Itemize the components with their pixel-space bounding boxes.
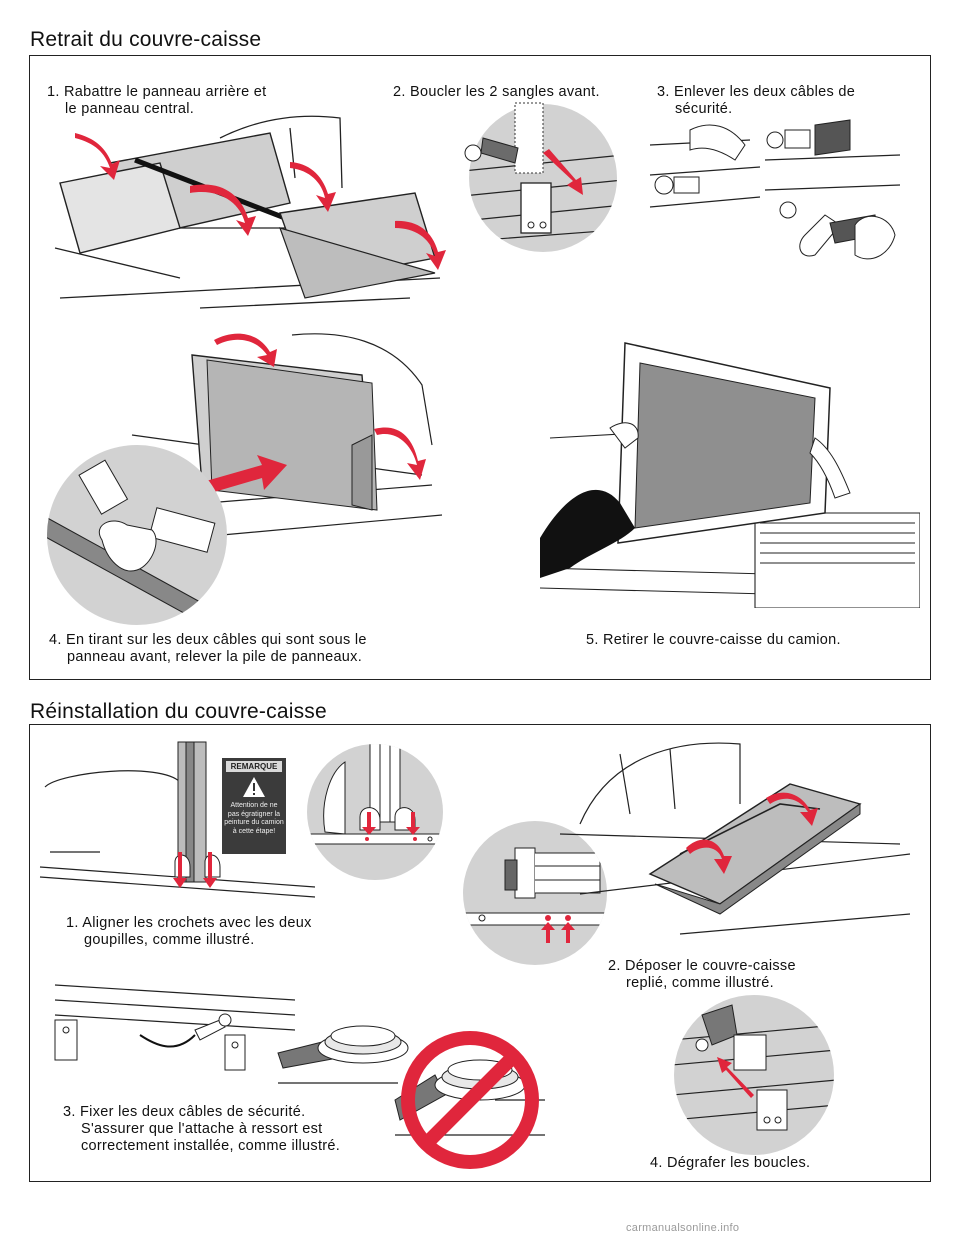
note-box: REMARQUE Attention de ne pas égratigner … — [222, 758, 286, 854]
warning-icon — [243, 777, 265, 797]
red-arrow-icon — [192, 333, 426, 497]
red-arrow-icon — [686, 792, 818, 874]
removal-step2-caption: 2. Boucler les 2 sangles avant. — [393, 84, 600, 100]
removal-step3-caption: 3. Enlever les deux câbles de sécurité. — [657, 84, 856, 117]
hooks-detail-illustration — [307, 744, 443, 880]
red-arrow-icon — [717, 1057, 754, 1098]
note-label: REMARQUE — [226, 761, 282, 772]
spring-clip-correct-illustration — [277, 1025, 409, 1084]
align-hooks-illustration — [39, 741, 316, 898]
removal-panel — [29, 55, 931, 680]
unclip-buckles-illustration — [674, 995, 834, 1155]
pin-detail-illustration — [463, 821, 607, 965]
removal-step5-caption: 5. Retirer le couvre-caisse du camion. — [586, 632, 841, 648]
prohibition-icon — [401, 1031, 539, 1169]
install-step4-caption: 4. Dégrafer les boucles. — [650, 1155, 811, 1171]
red-arrow-icon — [75, 133, 446, 270]
removal-step1-caption: 1. Rabattre le panneau arrière et le pan… — [47, 84, 267, 117]
safety-cable-illustration — [54, 984, 296, 1071]
remove-cables-illustration — [649, 119, 901, 260]
red-arrow-icon — [543, 149, 583, 195]
spring-clip-incorrect-illustration — [394, 1031, 545, 1169]
buckle-straps-illustration — [464, 102, 617, 252]
red-arrow-icon — [362, 812, 420, 835]
red-arrow-icon — [173, 852, 217, 888]
removal-section-title: Retrait du couvre-caisse — [30, 28, 262, 51]
install-step3-caption: 3. Fixer les deux câbles de sécurité. S'… — [63, 1104, 341, 1154]
note-text: Attention de ne pas égratigner la peintu… — [224, 802, 284, 835]
install-step1-caption: 1. Aligner les crochets avec les deux go… — [66, 915, 312, 948]
watermark-footer: carmanualsonline.info — [626, 1222, 740, 1234]
install-step2-caption: 2. Déposer le couvre-caisse replié, comm… — [608, 958, 796, 991]
place-cover-illustration — [559, 742, 911, 935]
install-section-title: Réinstallation du couvre-caisse — [30, 700, 327, 723]
red-arrow-icon — [541, 922, 575, 943]
fold-panels-illustration — [54, 115, 446, 309]
install-panel — [29, 724, 931, 1182]
lift-cover-illustration — [540, 342, 920, 608]
removal-step4-caption: 4. En tirant sur les deux câbles qui son… — [49, 632, 367, 665]
raise-panels-illustration — [47, 333, 443, 625]
